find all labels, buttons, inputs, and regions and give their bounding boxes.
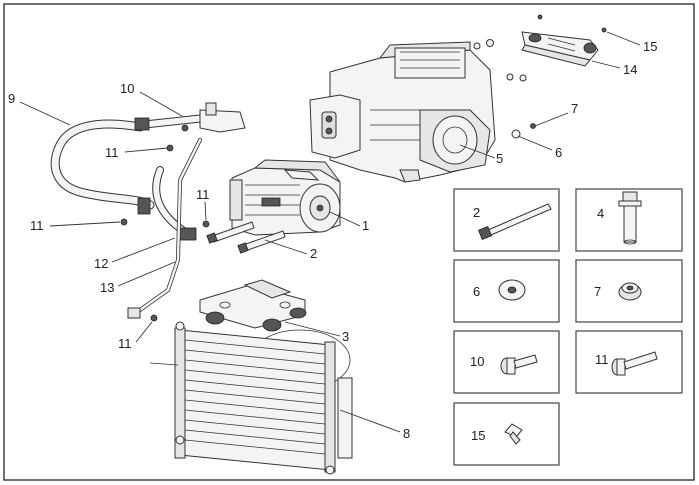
heater-housing bbox=[309, 41, 496, 183]
callout-11-b: 11 bbox=[30, 218, 44, 233]
detail-box-7-label: 7 bbox=[594, 284, 601, 299]
callout-6: 6 bbox=[555, 145, 562, 160]
detail-box-15: 15 bbox=[453, 402, 560, 466]
nut-7 bbox=[530, 123, 536, 129]
ac-hoses bbox=[50, 102, 246, 322]
condenser bbox=[149, 321, 353, 475]
detail-box-6: 6 bbox=[453, 259, 560, 323]
detail-box-4: 4 bbox=[575, 188, 683, 252]
callout-11-c: 11 bbox=[196, 187, 210, 202]
callout-3: 3 bbox=[342, 329, 349, 344]
callout-5: 5 bbox=[496, 151, 503, 166]
callout-2: 2 bbox=[310, 246, 317, 261]
detail-box-6-label: 6 bbox=[473, 284, 480, 299]
compressor-bracket bbox=[199, 279, 307, 332]
detail-box-10: 10 bbox=[453, 330, 560, 394]
diagram-frame bbox=[3, 3, 695, 481]
callout-8: 8 bbox=[403, 426, 410, 441]
compressor-bolts bbox=[206, 221, 286, 254]
callout-13: 13 bbox=[100, 280, 114, 295]
detail-box-11: 11 bbox=[575, 330, 683, 394]
detail-box-11-label: 11 bbox=[595, 352, 609, 367]
callout-11-a: 11 bbox=[105, 145, 119, 160]
detail-box-4-label: 4 bbox=[597, 206, 604, 221]
detail-box-10-label: 10 bbox=[470, 354, 484, 369]
leader-lines bbox=[19, 31, 641, 433]
detail-box-2: 2 bbox=[453, 188, 560, 252]
callout-12: 12 bbox=[94, 256, 108, 271]
callout-1: 1 bbox=[362, 218, 369, 233]
callout-15: 15 bbox=[643, 39, 657, 54]
compressor bbox=[229, 159, 341, 236]
detail-box-2-label: 2 bbox=[473, 205, 480, 220]
callout-labels: 1 2 3 5 6 7 8 9 10 11 11 11 11 12 13 14 … bbox=[8, 39, 657, 441]
callout-14: 14 bbox=[623, 62, 637, 77]
callout-9: 9 bbox=[8, 91, 15, 106]
detail-box-15-label: 15 bbox=[471, 428, 485, 443]
callout-10: 10 bbox=[120, 81, 134, 96]
callout-7: 7 bbox=[571, 101, 578, 116]
blower-resistor bbox=[521, 14, 607, 67]
detail-box-7: 7 bbox=[575, 259, 683, 323]
callout-11-d: 11 bbox=[118, 336, 132, 351]
